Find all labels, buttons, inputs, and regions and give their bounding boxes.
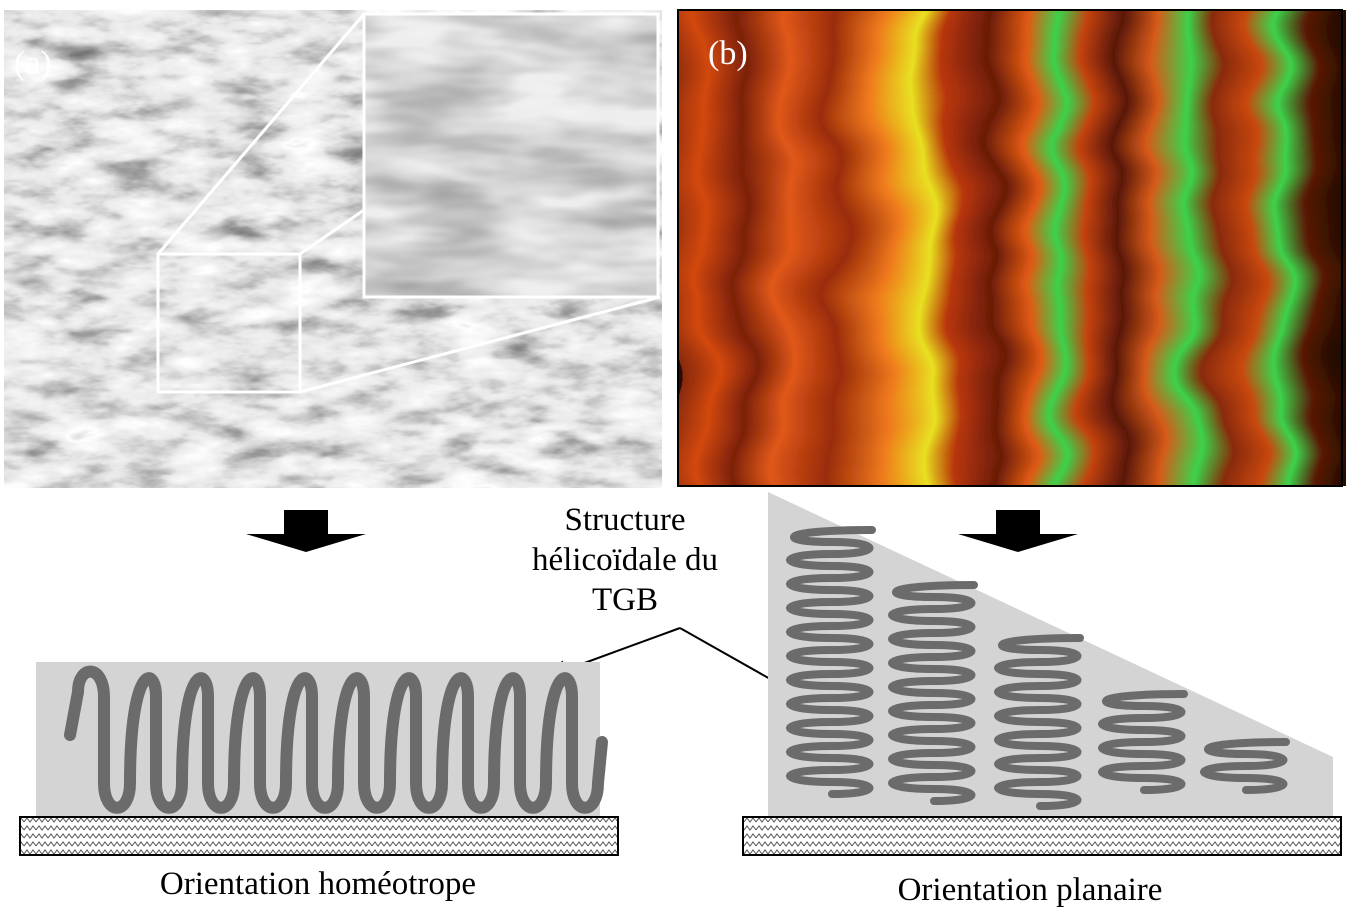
down-arrow-icon: [958, 510, 1078, 552]
substrate-left: [19, 816, 619, 856]
zoom-connector: [299, 295, 661, 394]
helix-horizontal: [64, 665, 608, 814]
svg-text:TGB: TGB: [592, 582, 658, 618]
svg-text:Structure: Structure: [565, 502, 686, 538]
helix-coil: [888, 581, 978, 805]
zoom-connector: [299, 208, 365, 256]
caption-planar: Orientation planaire: [898, 872, 1163, 907]
svg-text:hélicoïdale du: hélicoïdale du: [532, 542, 718, 578]
panel-a-label: (a): [14, 45, 52, 82]
helix-coil: [1098, 690, 1188, 794]
helix-coil: [994, 634, 1084, 810]
micrograph-a: (a): [4, 10, 662, 488]
zoom-connector: [156, 13, 366, 255]
caption-homeotropic: Orientation homéotrope: [160, 866, 476, 902]
homeotropic-schematic: [19, 662, 619, 856]
planar-schematic: [742, 492, 1342, 856]
down-arrow-icon: [246, 510, 366, 552]
helix-stacks: [786, 526, 1290, 810]
zoom-source-box: [156, 252, 302, 394]
background-wedge: [768, 492, 1333, 817]
zoom-inset: [364, 14, 658, 297]
callout-label: Structure hélicoïdale du TGB: [532, 502, 718, 618]
substrate-right: [742, 816, 1342, 856]
panel-b-label: (b): [708, 35, 748, 72]
helix-coil: [1200, 738, 1290, 794]
micrograph-b: (b): [660, 0, 1346, 500]
helix-coil: [786, 526, 876, 798]
